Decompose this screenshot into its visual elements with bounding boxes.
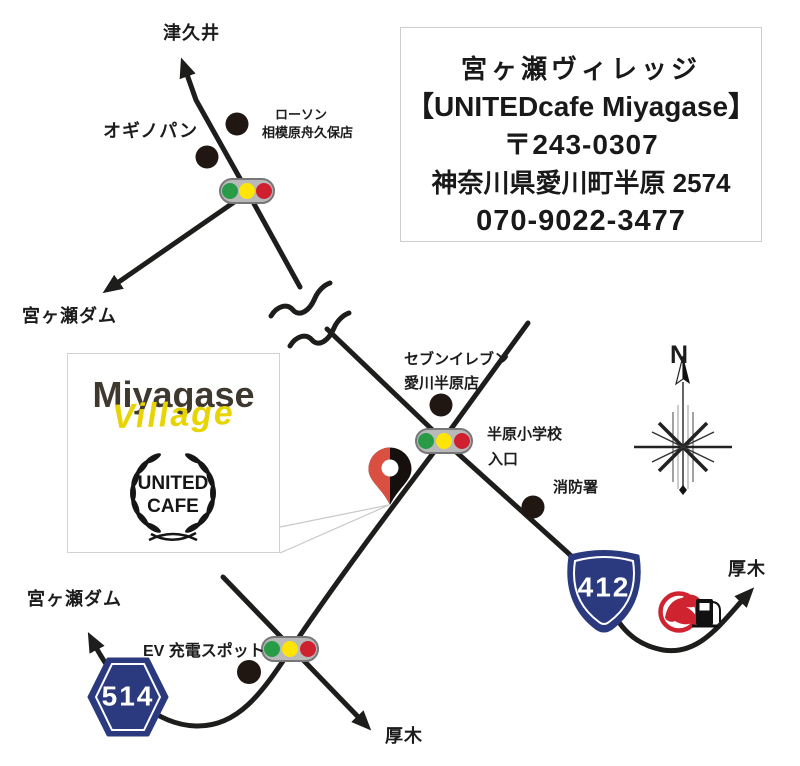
landmark-dots [195,112,545,684]
info-title-jp: 宮ヶ瀬ヴィレッジ [460,54,701,84]
label-atsugi-bottom: 厚木 [385,726,423,746]
logo-title: Miyagase [92,374,255,415]
landmark-dot-oginopan [195,145,219,169]
fuel-station [658,591,721,633]
traffic-light-north [219,178,275,204]
route-412-number: 412 [577,571,631,603]
label-miyagase-dam-lower: 宮ヶ瀬ダム [27,589,122,609]
label-lawson-branch: 相模原舟久保店 [262,125,354,140]
road-branch-miyagase-dam [102,193,246,294]
emblem-text-cafe: CAFE [147,496,199,517]
label-atsugi-right: 厚木 [728,559,766,579]
landmark-dot-fire-station [521,495,545,519]
logo-subtitle: Village [111,393,236,437]
label-fire-station: 消防署 [553,479,599,496]
label-miyagase-dam-upper: 宮ヶ瀬ダム [22,306,117,326]
info-phone: 070-9022-3477 [476,205,686,237]
location-pin-icon [368,447,412,505]
gas-pump-icon [692,599,721,628]
emblem-text-united: UNITED [137,473,208,494]
label-seven-eleven-branch: 愛川半原店 [404,375,480,392]
callout-lines [279,504,390,554]
label-oginopan: オギノパン [103,121,199,141]
label-seven-eleven-name: セブンイレブン [404,351,510,368]
info-title-en: 【UNITEDcafe Miyagase】 [405,91,757,122]
info-address: 神奈川県愛川町半原 2574 [431,168,731,198]
road-to-tsukui [179,57,303,290]
laurel-wreath-emblem: UNITED CAFE [129,453,216,542]
traffic-light-south [261,636,319,662]
label-ev-spot: EV 充電スポット [143,643,265,660]
label-lawson-name: ローソン [275,107,328,122]
traffic-light-center [415,428,473,454]
label-tsukui: 津久井 [163,23,220,43]
label-compass-north: N [670,341,689,369]
landmark-dot-lawson [225,112,249,136]
route-sign-412 [567,550,641,633]
info-box: 宮ヶ瀬ヴィレッジ 【UNITEDcafe Miyagase】 〒243-0307… [400,27,762,242]
logo-box: Miyagase Village UNITED C [67,353,280,553]
label-school-name: 半原小学校 [487,426,563,443]
route-514-number: 514 [101,680,155,712]
route-sign-514 [87,657,169,737]
label-school-entrance: 入口 [488,451,519,468]
river-break-marks [268,280,352,349]
landmark-dot-ev-spot [237,660,261,684]
info-postal-code: 〒243-0307 [503,129,659,160]
landmark-dot-seven-eleven [429,393,453,417]
compass-rose [634,355,732,495]
